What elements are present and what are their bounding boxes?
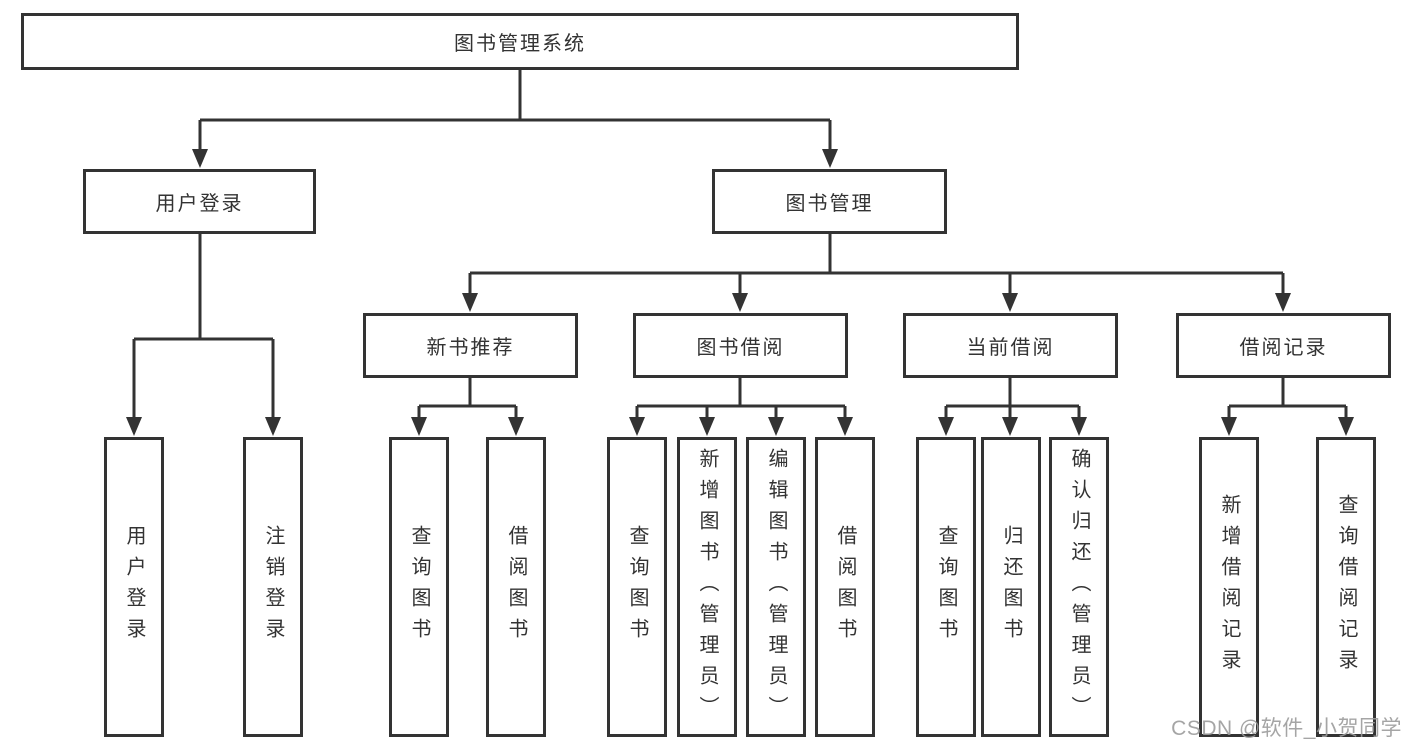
leaf-query-books-borrowing: 查询图书 [607, 437, 667, 737]
csdn-watermark: CSDN @软件_小贺同学 [1171, 717, 1402, 740]
node-current-borrowing: 当前借阅 [903, 313, 1118, 378]
leaf-borrow-books-newbooks: 借阅图书 [486, 437, 546, 737]
node-user-login-branch: 用户登录 [83, 169, 316, 234]
leaf-edit-books-admin: 编辑图书（管理员） [746, 437, 806, 737]
leaf-add-books-admin: 新增图书（管理员） [677, 437, 737, 737]
leaf-return-books: 归还图书 [981, 437, 1041, 737]
arrowheads [126, 149, 1354, 436]
node-library-management-system: 图书管理系统 [21, 13, 1019, 70]
node-book-borrowing: 图书借阅 [633, 313, 848, 378]
leaf-query-books-newbooks: 查询图书 [389, 437, 449, 737]
node-borrowing-records: 借阅记录 [1176, 313, 1391, 378]
leaf-user-login: 用户登录 [104, 437, 164, 737]
node-book-management-branch: 图书管理 [712, 169, 947, 234]
leaf-add-borrow-record: 新增借阅记录 [1199, 437, 1259, 737]
leaf-query-borrow-record: 查询借阅记录 [1316, 437, 1376, 737]
leaf-borrow-books-borrowing: 借阅图书 [815, 437, 875, 737]
leaf-query-books-current: 查询图书 [916, 437, 976, 737]
leaf-logout: 注销登录 [243, 437, 303, 737]
leaf-confirm-return-admin: 确认归还（管理员） [1049, 437, 1109, 737]
node-new-book-recommendation: 新书推荐 [363, 313, 578, 378]
